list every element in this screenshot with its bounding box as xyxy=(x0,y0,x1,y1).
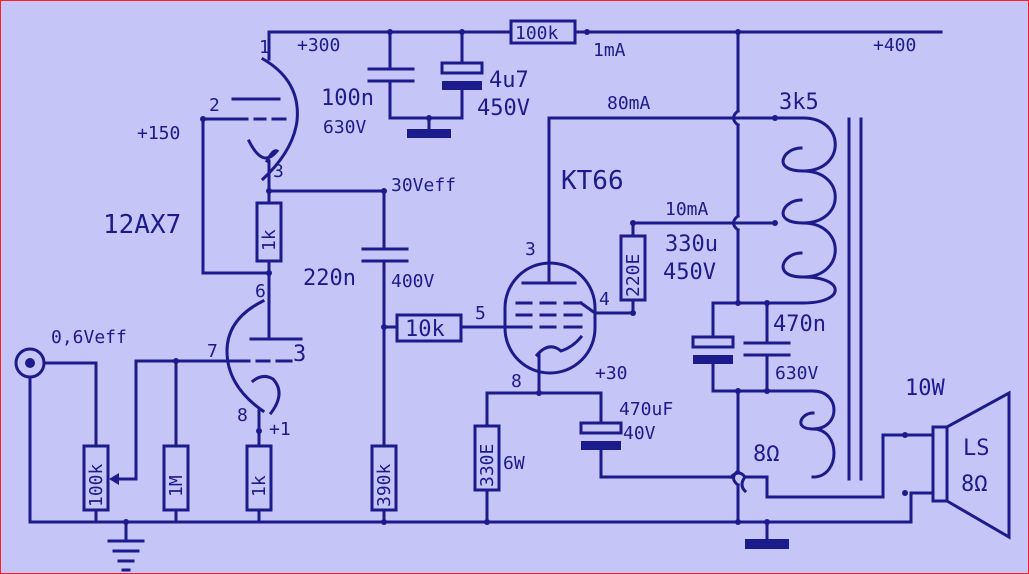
capacitor-4u7-value: 4u7 xyxy=(489,68,529,93)
tube-kt66-label: KT66 xyxy=(561,166,624,196)
resistor-330e-label: 330E xyxy=(477,444,498,487)
loudspeaker-impedance: 8Ω xyxy=(961,472,988,497)
supply-trunk-400 xyxy=(732,30,741,524)
voltage-150: +150 xyxy=(137,123,180,144)
ground-symbol-top xyxy=(407,129,451,138)
capacitor-100n xyxy=(367,30,415,120)
transformer-core xyxy=(847,117,863,481)
tube-kt66 xyxy=(503,116,598,395)
capacitor-4u7-voltage: 450V xyxy=(477,96,530,121)
pin-3-label: 3 xyxy=(273,161,284,182)
kt66-pin-8-label: 8 xyxy=(511,371,522,392)
pin-7-label: 7 xyxy=(207,341,218,362)
resistor-390k-label: 390k xyxy=(374,463,395,507)
capacitor-220n-voltage: 400V xyxy=(391,271,435,292)
potentiometer-100k: 100k xyxy=(82,359,138,524)
resistor-390k: 390k xyxy=(370,444,398,524)
current-10ma: 10mA xyxy=(665,199,709,220)
voltage-30veff: 30Veff xyxy=(391,175,456,196)
pin-3b-label: 3 xyxy=(293,342,306,367)
capacitor-330u-voltage: 450V xyxy=(663,260,716,285)
resistor-1k-mid: 1k xyxy=(255,189,283,298)
voltage-300: +300 xyxy=(297,35,340,56)
resistor-220e: 220E xyxy=(593,221,777,316)
capacitor-470n-value: 470n xyxy=(773,312,826,337)
voltage-1: +1 xyxy=(269,419,291,440)
capacitor-220n xyxy=(361,189,409,448)
loudspeaker-name: LS xyxy=(963,436,990,461)
tube-12ax7-upper xyxy=(201,56,299,193)
resistor-1k-mid-label: 1k xyxy=(259,229,280,251)
pin-1-label: 1 xyxy=(259,37,270,58)
resistor-1m: 1M xyxy=(162,359,190,524)
capacitor-470n xyxy=(743,301,791,393)
resistor-220e-label: 220E xyxy=(623,254,644,297)
capacitor-330u xyxy=(691,301,769,393)
voltage-400: +400 xyxy=(873,35,916,56)
pin-8-label: 8 xyxy=(237,405,248,426)
capacitor-4u7 xyxy=(440,30,484,120)
kt66-pin-4-label: 4 xyxy=(599,289,610,310)
current-80ma: 80mA xyxy=(607,93,651,114)
ground-rail xyxy=(28,520,913,572)
resistor-10k-label: 10k xyxy=(405,317,445,342)
tube-12ax7-lower xyxy=(134,294,303,416)
resistor-1k-low: 1k xyxy=(245,409,273,524)
capacitor-470uf-voltage: 40V xyxy=(623,423,656,444)
capacitor-470n-voltage: 630V xyxy=(775,363,819,384)
capacitor-470uf-value: 470uF xyxy=(619,399,673,420)
voltage-30: +30 xyxy=(595,363,628,384)
potentiometer-100k-label: 100k xyxy=(86,463,107,507)
resistor-10k: 10k xyxy=(395,313,507,343)
kt66-pin-3-label: 3 xyxy=(525,239,536,260)
capacitor-220n-value: 220n xyxy=(303,266,356,291)
pin-2-label: 2 xyxy=(209,95,220,116)
resistor-100k-top: 100k xyxy=(509,19,577,45)
capacitor-330u-value: 330u xyxy=(665,232,718,257)
transformer-primary xyxy=(765,116,837,305)
tube-12ax7-label: 12AX7 xyxy=(103,210,181,240)
input-jack xyxy=(14,347,98,524)
output-power-label: 10W xyxy=(905,376,945,401)
resistor-330e-power: 6W xyxy=(503,453,525,474)
voltage-input: 0,6Veff xyxy=(51,327,127,348)
resistor-1k-low-label: 1k xyxy=(249,475,270,497)
current-1ma: 1mA xyxy=(593,40,626,61)
pin-6-label: 6 xyxy=(255,281,266,302)
kt66-pin-5-label: 5 xyxy=(475,303,486,324)
resistor-330e: 330E xyxy=(473,391,501,524)
loudspeaker xyxy=(931,390,1011,540)
resistor-100k-top-label: 100k xyxy=(515,23,559,44)
transformer-secondary-impedance: 8Ω xyxy=(753,442,780,467)
transformer-primary-impedance: 3k5 xyxy=(779,90,819,115)
capacitor-100n-value: 100n xyxy=(321,86,374,111)
resistor-1m-label: 1M xyxy=(166,475,187,497)
capacitor-100n-voltage: 630V xyxy=(323,117,367,138)
